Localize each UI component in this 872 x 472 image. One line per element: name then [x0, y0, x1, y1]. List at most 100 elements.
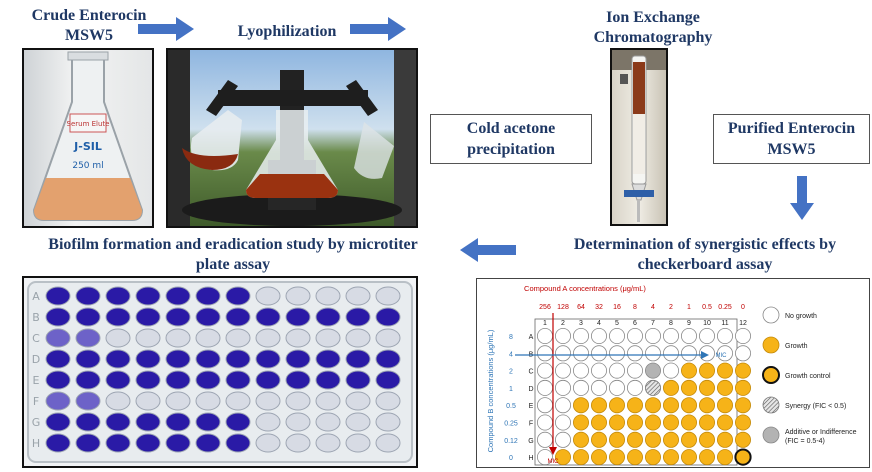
plate-well [285, 433, 311, 453]
legend-swatch-growth [762, 336, 780, 354]
checkerboard-well [698, 414, 715, 431]
plate-row-letter: F [33, 395, 39, 408]
arrow-right-2-icon [350, 17, 406, 41]
checkerboard-well [626, 414, 643, 431]
checkerboard-well [662, 328, 679, 345]
row-letter: F [529, 421, 533, 428]
plate-well [165, 412, 191, 432]
checkerboard-well [608, 345, 625, 362]
plate-well [225, 391, 251, 411]
checkerboard-well [626, 431, 643, 448]
plate-well [345, 286, 371, 306]
plate-well [255, 433, 281, 453]
checkerboard-well [680, 431, 697, 448]
y-conc-label: 4 [509, 351, 513, 358]
plate-well [75, 370, 101, 390]
x-axis-title: Compound A concentrations (μg/mL) [524, 284, 646, 293]
y-conc-label: 0.25 [504, 421, 518, 428]
plate-well [225, 349, 251, 369]
plate-well [345, 412, 371, 432]
y-conc-label: 8 [509, 334, 513, 341]
plate-well [225, 286, 251, 306]
arrow-down-icon [790, 176, 814, 220]
y-conc-label: 0 [509, 455, 513, 462]
checkerboard-well [537, 449, 554, 466]
plate-well [255, 391, 281, 411]
plate-well [225, 412, 251, 432]
plate-well [135, 286, 161, 306]
column-number: 12 [739, 320, 747, 327]
checkerboard-well [662, 397, 679, 414]
plate-well [75, 412, 101, 432]
plate-well [105, 307, 131, 327]
row-letter: C [528, 369, 533, 376]
checkerboard-well [608, 397, 625, 414]
checkerboard-well [537, 345, 554, 362]
x-conc-label: 4 [651, 304, 655, 311]
plate-well [105, 433, 131, 453]
plate-well [375, 286, 401, 306]
plate-well [345, 349, 371, 369]
plate-well [45, 370, 71, 390]
x-conc-label: 32 [595, 304, 603, 311]
column-number: 8 [669, 320, 673, 327]
legend-label: Growth control [785, 373, 831, 380]
plate-well [75, 433, 101, 453]
checkerboard-well [644, 328, 661, 345]
checkerboard-well [644, 345, 661, 362]
checkerboard-well [537, 431, 554, 448]
plate-well [195, 433, 221, 453]
checkerboard-well [680, 345, 697, 362]
plate-well [195, 328, 221, 348]
checkerboard-well [662, 362, 679, 379]
checkerboard-well [734, 362, 751, 379]
checkerboard-well [591, 449, 608, 466]
plate-well [285, 328, 311, 348]
plate-well [255, 328, 281, 348]
flask-sticker-label: Serum Elute [67, 120, 110, 128]
plate-well [135, 307, 161, 327]
plate-well [195, 349, 221, 369]
checkerboard-well [555, 397, 572, 414]
plate-well [375, 328, 401, 348]
checkerboard-well [608, 431, 625, 448]
plate-well [45, 307, 71, 327]
checkerboard-well [555, 431, 572, 448]
checkerboard-well [680, 414, 697, 431]
plate-well [315, 370, 341, 390]
checkerboard-well [644, 397, 661, 414]
x-conc-label: 2 [669, 304, 673, 311]
checkerboard-well [680, 362, 697, 379]
cold-acetone-line1: Cold acetone [466, 120, 556, 137]
plate-well [285, 349, 311, 369]
synergy-title-line2: checkerboard assay [637, 256, 773, 273]
crude-enterocin-flask-photo: Serum Elute J-SIL 250 ml [22, 48, 154, 228]
plate-well [165, 433, 191, 453]
checkerboard-well [608, 328, 625, 345]
checkerboard-well [698, 397, 715, 414]
checkerboard-well [716, 362, 733, 379]
plate-well [135, 412, 161, 432]
lyophilizer-illustration [168, 50, 416, 226]
y-conc-label: 1 [509, 386, 513, 393]
plate-well [165, 349, 191, 369]
x-conc-label: 1 [687, 304, 691, 311]
checkerboard-well [573, 449, 590, 466]
plate-well [75, 349, 101, 369]
checkerboard-well [555, 362, 572, 379]
checkerboard-well [644, 449, 661, 466]
plate-row-letter: E [33, 374, 40, 387]
plate-well [195, 412, 221, 432]
checkerboard-well [555, 345, 572, 362]
checkerboard-well [716, 328, 733, 345]
plate-well [45, 391, 71, 411]
row-letter: E [529, 403, 534, 410]
plate-well [105, 349, 131, 369]
checkerboard-well [591, 379, 608, 396]
checkerboard-well [698, 431, 715, 448]
plate-well [255, 307, 281, 327]
checkerboard-well [644, 362, 661, 379]
